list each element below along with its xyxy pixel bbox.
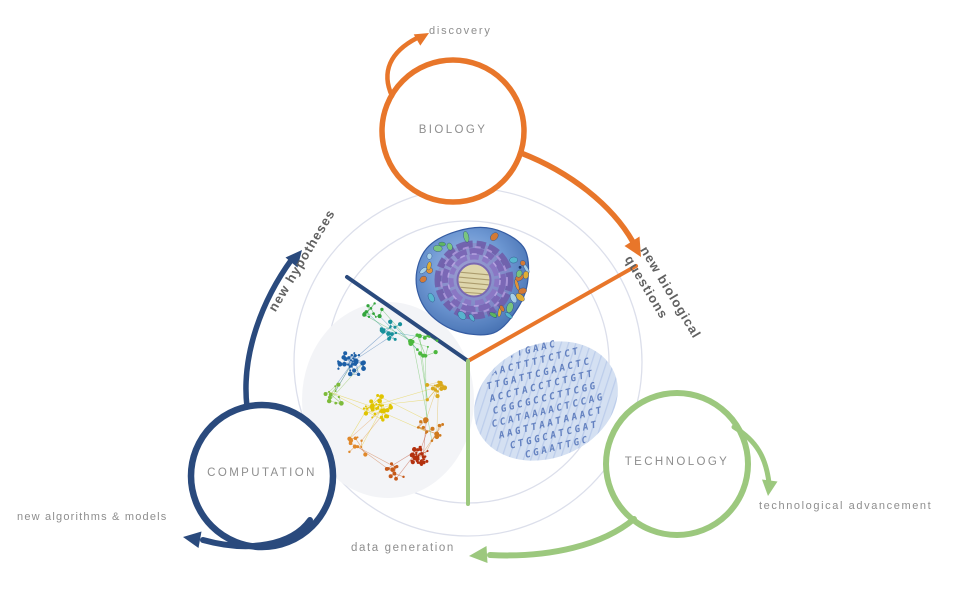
technological-advancement-label: technological advancement — [759, 500, 933, 512]
divider-line-biology — [466, 264, 638, 363]
data-generation-arrow — [469, 516, 637, 563]
divider-line-computation — [345, 275, 470, 363]
technology-label: TECHNOLOGY — [624, 456, 730, 468]
network-backdrop — [302, 302, 474, 498]
discovery-label: discovery — [429, 25, 492, 37]
computation-label: COMPUTATION — [207, 467, 317, 479]
technological-advancement-arrow — [731, 424, 778, 496]
new-hypotheses-arrow — [243, 250, 302, 410]
new-algorithms-label: new algorithms & models — [17, 511, 168, 523]
dna-sequence: TTGAACAACTTTTCTCTTTGATTCGAACTCACCTACCTCT… — [474, 338, 618, 461]
biology-label: BIOLOGY — [418, 124, 488, 136]
new-biological-questions-arrow — [518, 150, 641, 257]
data-generation-label: data generation — [351, 542, 455, 554]
technology-circle — [603, 390, 751, 538]
discovery-arrow — [385, 33, 429, 99]
network-graph — [323, 302, 448, 481]
cell-illustration — [415, 226, 530, 336]
new-algorithms-arrow — [183, 517, 313, 550]
biology-circle — [379, 57, 527, 205]
